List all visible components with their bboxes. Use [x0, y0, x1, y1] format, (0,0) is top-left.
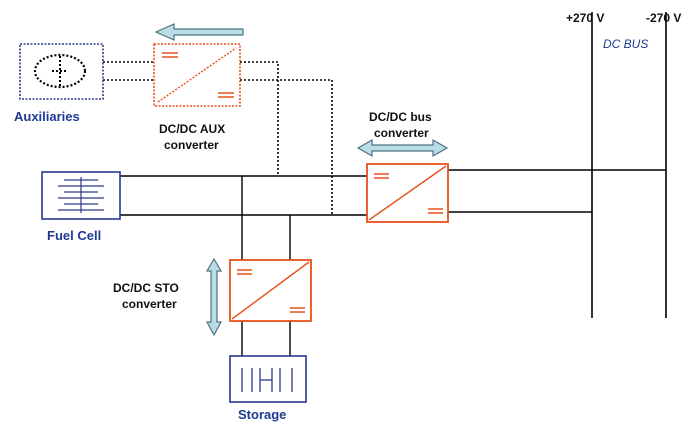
bus-bidirectional-arrow-icon: [356, 138, 449, 158]
plus-270v-label: +270 V: [566, 11, 604, 25]
auxiliaries-label: Auxiliaries: [14, 109, 80, 124]
dcdc-bus-converter: DC/DC bus converter: [356, 110, 449, 223]
storage-block: Storage: [229, 355, 307, 422]
dcdc-aux-label-line2: converter: [164, 138, 219, 152]
dcdc-bus-label-line1: DC/DC bus: [369, 110, 432, 124]
auxiliaries-block: Auxiliaries: [14, 43, 104, 124]
battery-cells-icon: [241, 368, 293, 392]
dcdc-sto-converter: DC/DC STO converter: [113, 257, 312, 337]
fuel-cell-block: Fuel Cell: [41, 171, 121, 243]
dc-bus-label: DC BUS: [603, 37, 648, 51]
fuel-cell-stack-icon: [58, 177, 104, 213]
dcdc-bus-label-line2: converter: [374, 126, 429, 140]
sto-bidirectional-arrow-icon: [205, 257, 223, 337]
dcdc-aux-label-line1: DC/DC AUX: [159, 122, 225, 136]
minus-270v-label: -270 V: [646, 11, 681, 25]
fuel-cell-label: Fuel Cell: [47, 228, 101, 243]
storage-label: Storage: [238, 407, 286, 422]
dcdc-aux-converter: DC/DC AUX converter: [153, 43, 241, 152]
motor-symbol-icon: [33, 53, 87, 89]
storage-box: [229, 355, 307, 403]
dcdc-sto-label-line2: converter: [122, 297, 177, 311]
aux-power-flow-left-arrow-icon: [154, 23, 244, 41]
main-wiring: [120, 169, 666, 356]
dcdc-sto-label-line1: DC/DC STO: [113, 281, 179, 295]
aux-dotted-wiring: [103, 61, 333, 215]
